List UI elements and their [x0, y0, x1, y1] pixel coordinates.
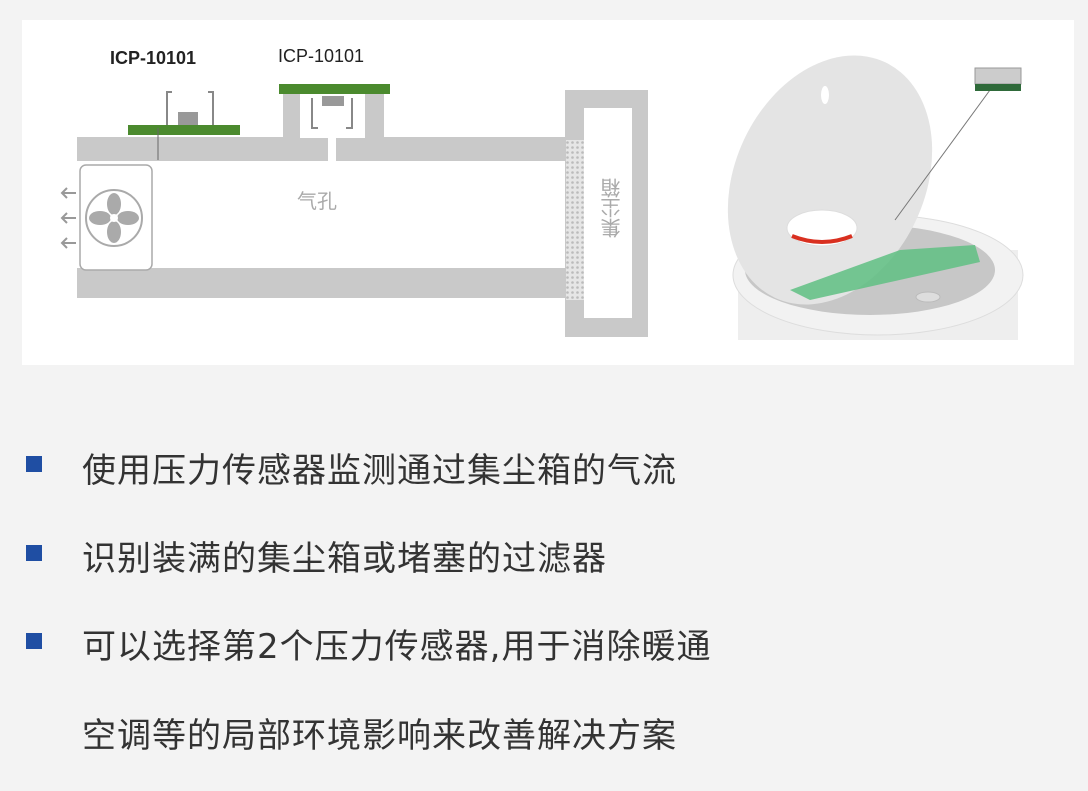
airflow-arrows-icon: [60, 187, 76, 249]
duct-top-wall: [77, 137, 328, 161]
duct-top-wall: [336, 137, 567, 161]
sensor-label-2: ICP-10101: [278, 46, 365, 66]
bullet-marker: [26, 545, 42, 561]
pcb-2: [279, 84, 390, 94]
bullet-text: 使用压力传感器监测通过集尘箱的气流: [82, 451, 677, 491]
pcb-1: [128, 125, 240, 135]
airflow-diagram: [60, 55, 1024, 340]
robot-vacuum-image: [727, 55, 1024, 340]
bullet-text: 可以选择第2个压力传感器,用于消除暖通: [82, 627, 712, 667]
sensor-chip-image: [974, 67, 1022, 85]
bullet-marker: [26, 633, 42, 649]
dust-box-label: 集尘箱: [600, 178, 624, 238]
filter-mesh: [566, 140, 584, 300]
duct-bottom-wall: [77, 268, 567, 298]
bullet-text-continuation: 空调等的局部环境影响来改善解决方案: [82, 716, 677, 756]
bullet-marker: [26, 456, 42, 472]
bullet-text: 识别装满的集尘箱或堵塞的过滤器: [82, 539, 607, 579]
sensor-label-1: ICP-10101: [110, 48, 197, 68]
air-hole-label: 气孔: [297, 189, 337, 213]
